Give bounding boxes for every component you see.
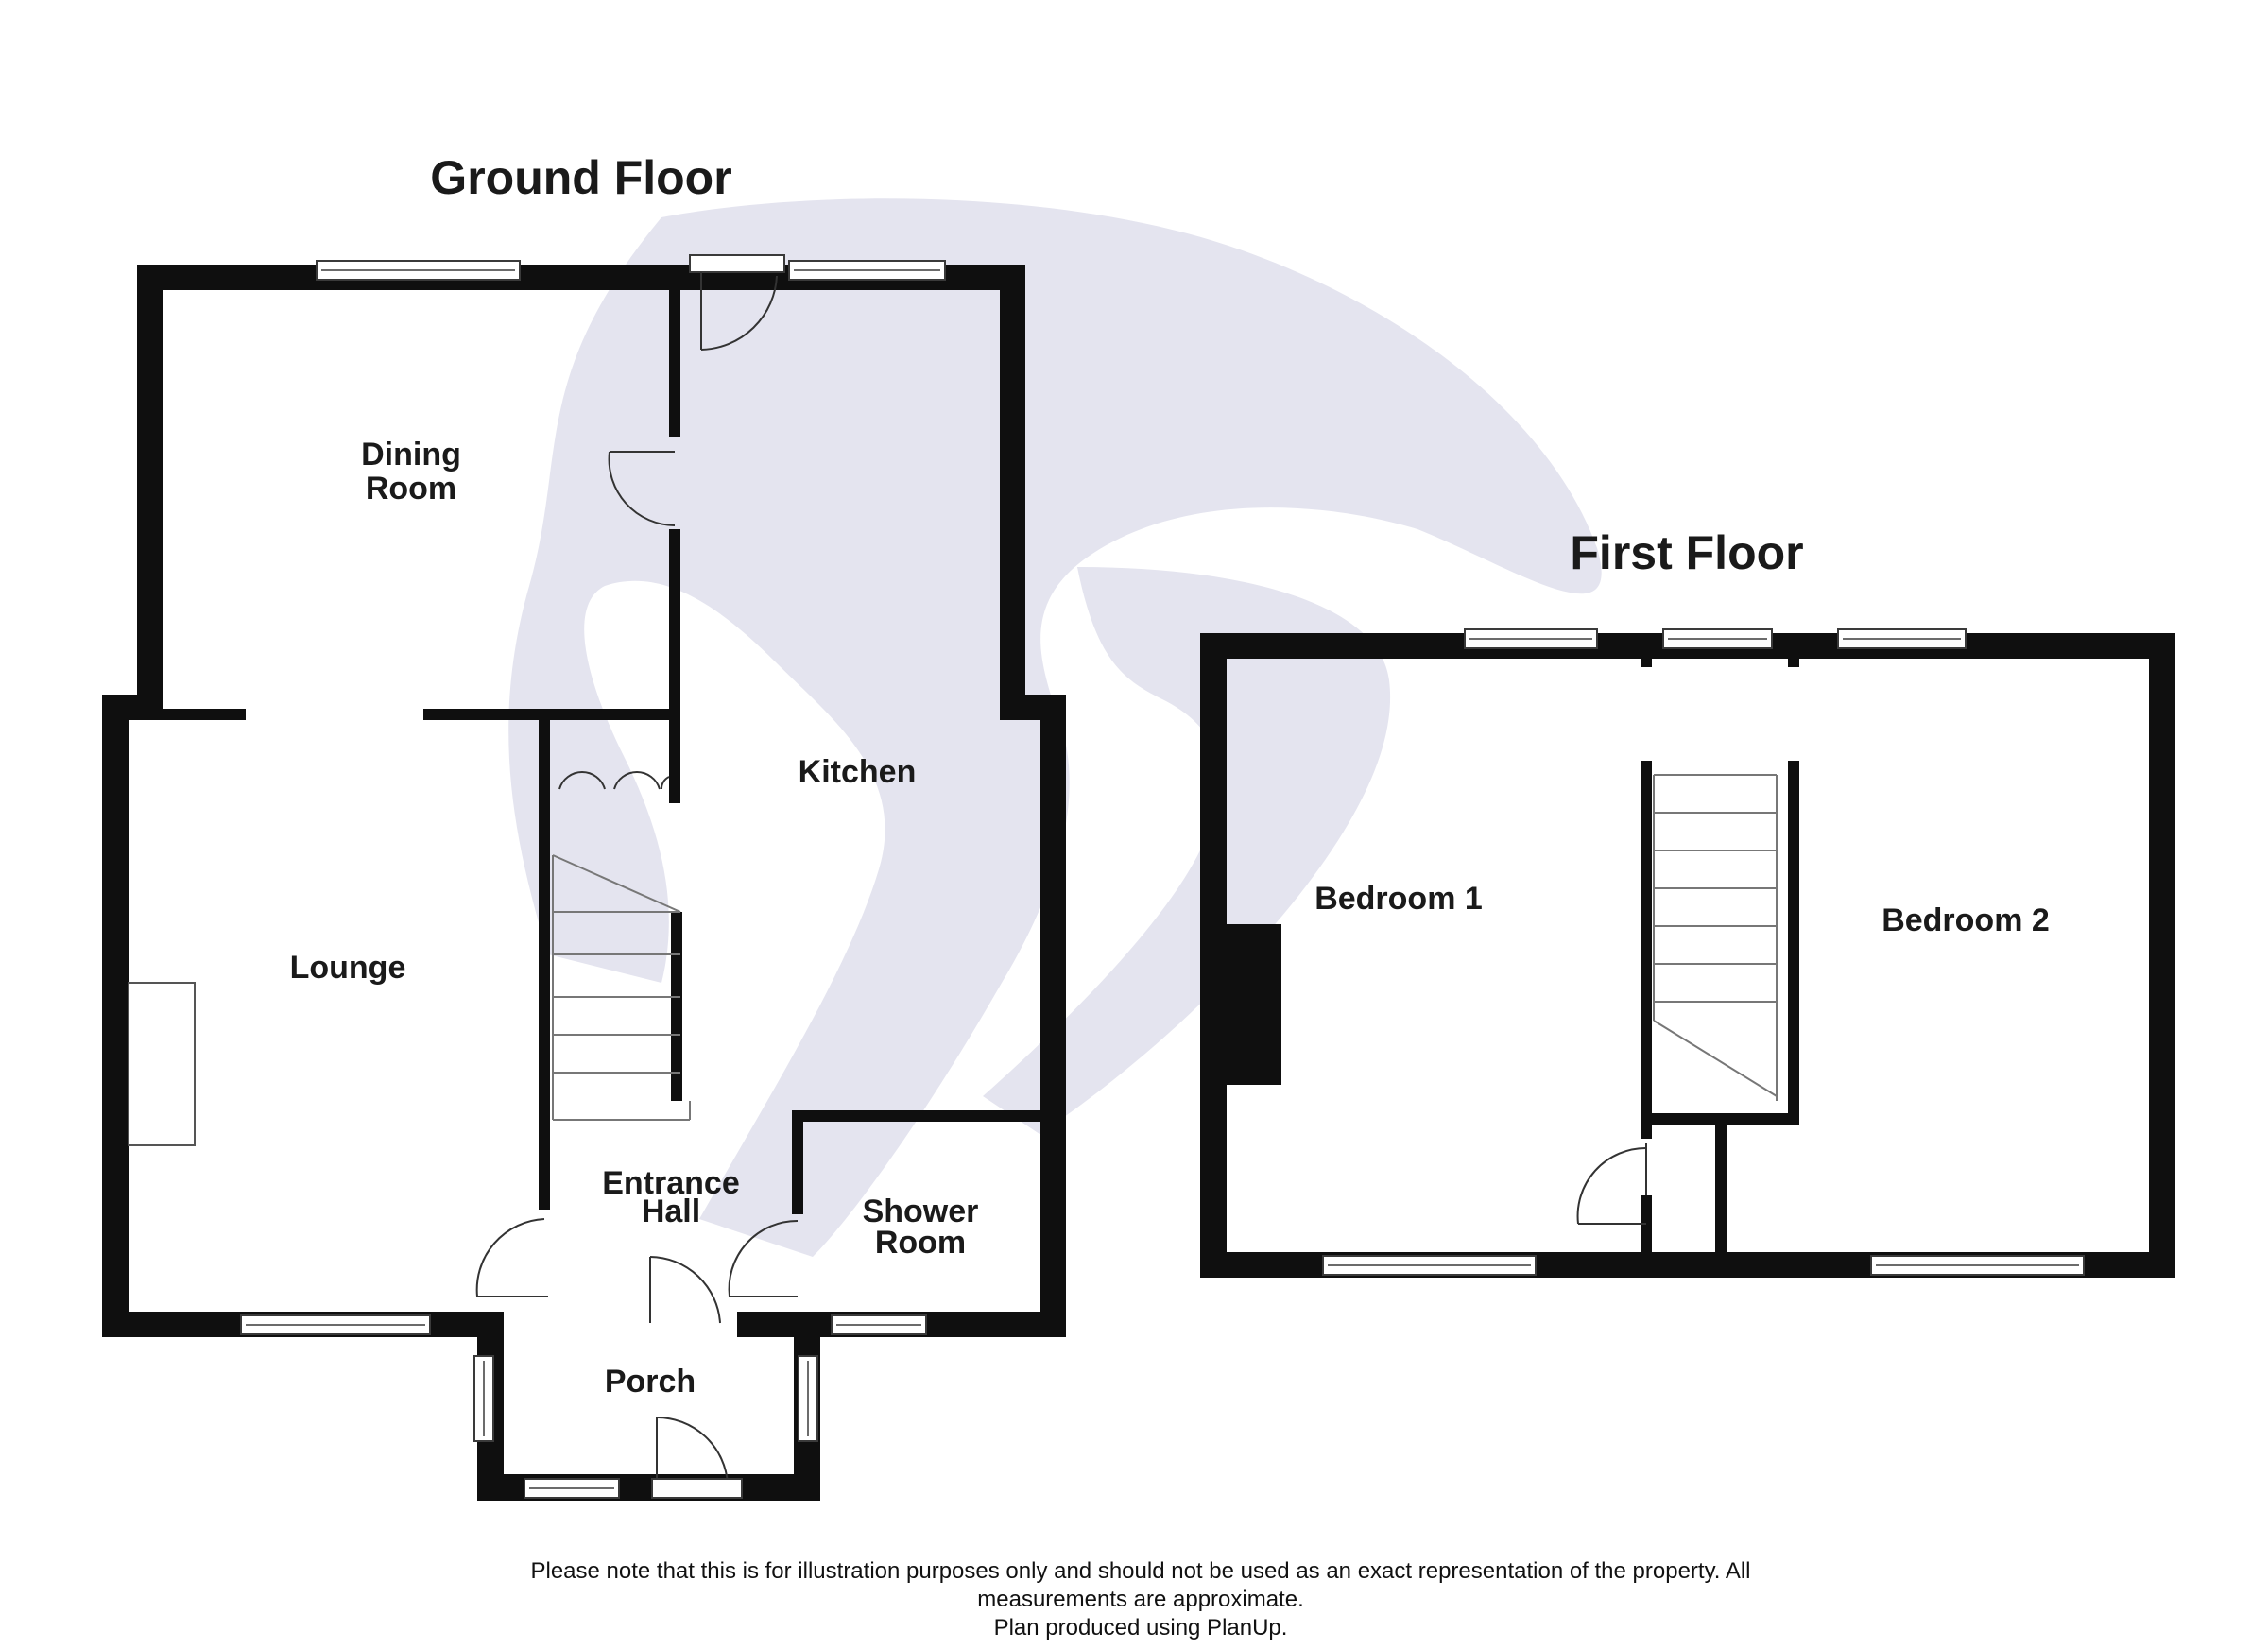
room-label-hall-1: Entrance bbox=[602, 1165, 740, 1201]
first-floor-windows bbox=[1322, 628, 2085, 1276]
disclaimer-line-2: measurements are approximate. bbox=[977, 1587, 1304, 1612]
ground-floor-doors bbox=[475, 254, 799, 1499]
room-label-dining-1: Dining bbox=[361, 437, 461, 472]
room-label-shower-1: Shower bbox=[863, 1194, 979, 1229]
room-label-shower-2: Room bbox=[875, 1225, 966, 1261]
room-label-hall-2: Hall bbox=[642, 1194, 700, 1229]
ground-floor-windows bbox=[240, 260, 946, 1499]
disclaimer-line-3: Plan produced using PlanUp. bbox=[994, 1615, 1288, 1640]
ground-floor-stairs bbox=[552, 854, 691, 1121]
ground-floor-title: Ground Floor bbox=[430, 151, 731, 204]
room-label-kitchen: Kitchen bbox=[799, 754, 917, 790]
disclaimer-line-1: Please note that this is for illustratio… bbox=[530, 1558, 1750, 1584]
room-label-bedroom-1: Bedroom 1 bbox=[1314, 881, 1483, 917]
room-label-porch: Porch bbox=[605, 1364, 696, 1400]
room-label-lounge: Lounge bbox=[290, 950, 406, 986]
room-label-bedroom-2: Bedroom 2 bbox=[1881, 902, 2050, 938]
first-floor-title: First Floor bbox=[1570, 526, 1803, 579]
first-floor-stairs bbox=[1653, 774, 1778, 1101]
lounge-hearth bbox=[128, 982, 196, 1146]
first-floor-doors bbox=[1576, 1143, 1647, 1225]
room-label-dining-2: Room bbox=[366, 471, 456, 507]
